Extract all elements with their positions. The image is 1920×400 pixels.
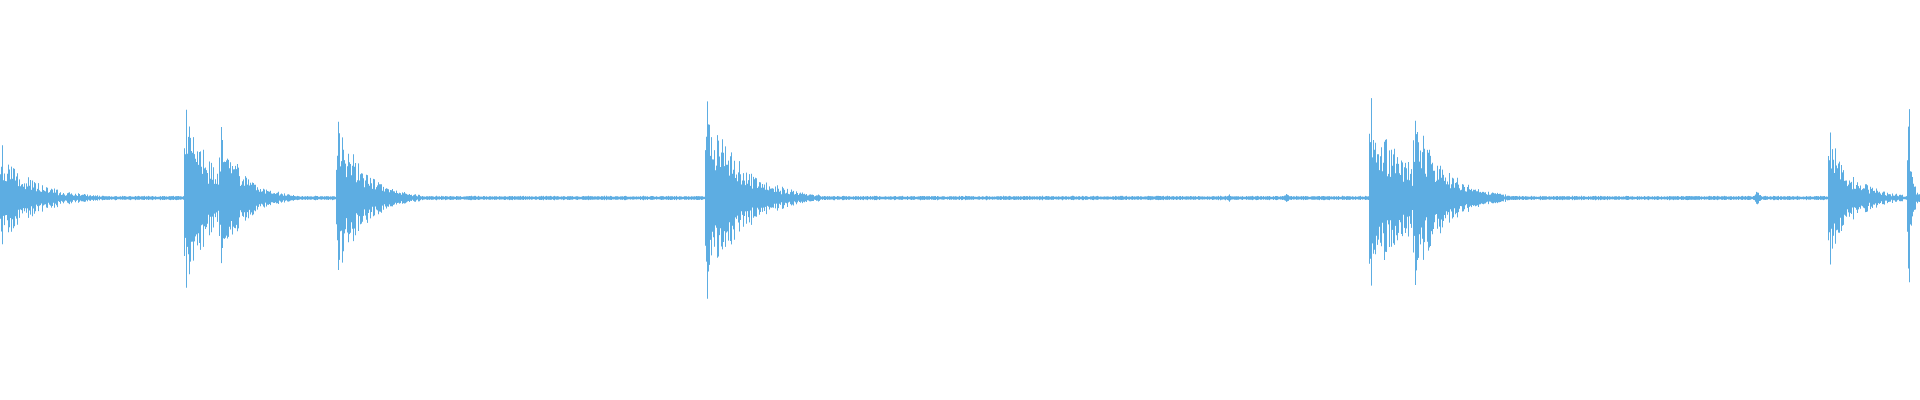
waveform-path — [0, 98, 1920, 299]
